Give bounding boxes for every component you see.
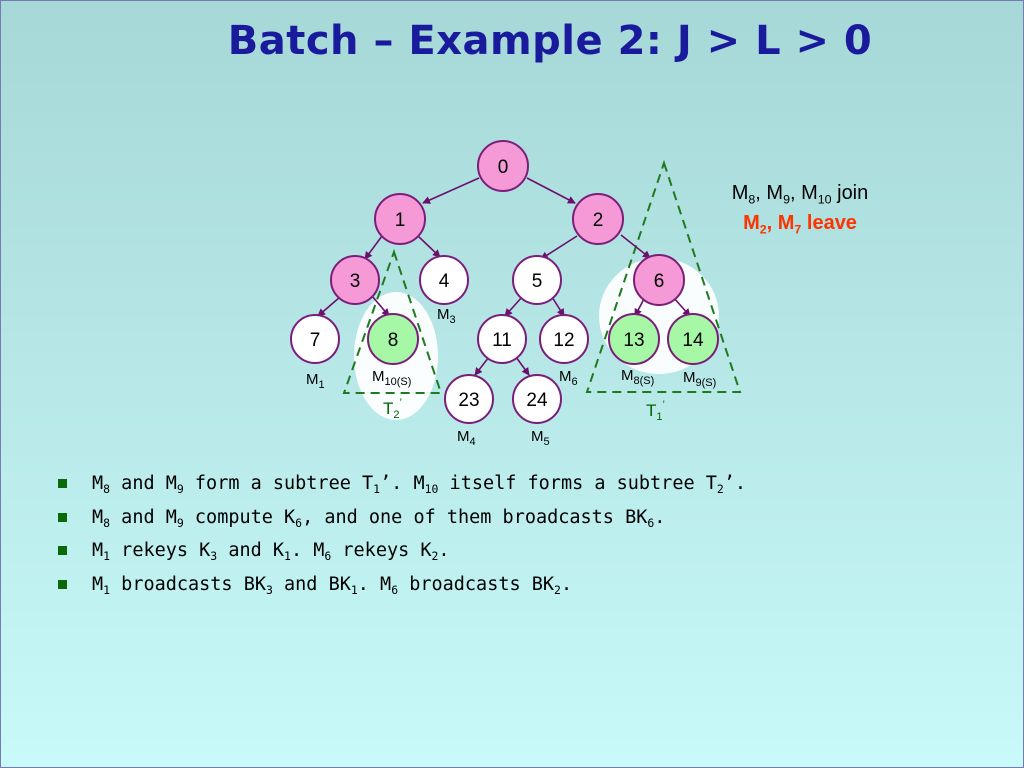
edge-3-7 [317, 296, 341, 317]
leave-line: M2, M7 leave [743, 212, 857, 237]
subtree-triangle-t2 [342, 248, 443, 394]
svg-text:2: 2 [593, 210, 604, 231]
node-0: 0 [477, 140, 529, 192]
edge-5-11 [504, 296, 523, 317]
label-m5: M5 [531, 428, 550, 448]
edge-1-3 [364, 235, 383, 260]
node-3: 3 [330, 255, 380, 305]
bullet-item: M8 and M9 compute K6, and one of them br… [58, 503, 746, 537]
bullet-item: M1 broadcasts BK3 and BK1. M6 broadcasts… [58, 570, 746, 604]
node-12: 12 [539, 314, 589, 364]
node-13: 13 [608, 313, 660, 365]
node-6: 6 [633, 254, 685, 306]
edge-2-5 [540, 235, 578, 260]
bullet-square-icon [58, 579, 67, 589]
svg-text:0: 0 [498, 157, 509, 178]
slide-title: Batch – Example 2: J > L > 0 [227, 18, 873, 64]
edge-6-14 [672, 296, 691, 317]
label-m8s: M8(S) [621, 367, 654, 387]
subtree-triangle-t1 [585, 159, 742, 393]
edge-11-24 [515, 356, 530, 376]
node-23: 23 [444, 374, 494, 424]
label-m1: M1 [306, 371, 325, 391]
join-line: M8, M9, M10 join [731, 182, 869, 207]
label-m10s: M10(S) [372, 368, 411, 388]
svg-text:24: 24 [526, 390, 548, 411]
label-t1: T1’ [646, 399, 665, 423]
node-24: 24 [512, 374, 562, 424]
edge-2-6 [620, 234, 651, 259]
bullet-list: M8 and M9 form a subtree T1’. M10 itself… [58, 469, 746, 603]
label-m9s: M9(S) [683, 369, 716, 389]
label-m6: M6 [559, 368, 578, 388]
edge-5-12 [551, 296, 565, 317]
tree-nodes: 0 1 2 3 4 5 6 7 8 11 12 13 14 23 24 [290, 140, 719, 424]
svg-text:1: 1 [395, 210, 406, 231]
edge-0-2 [526, 177, 576, 204]
edge-1-4 [417, 235, 441, 258]
edge-3-8 [371, 295, 390, 317]
node-8: 8 [367, 313, 419, 365]
bullet-square-icon [58, 512, 67, 522]
label-m3: M3 [437, 306, 456, 326]
join-leave-note: M8, M9, M10 join M2, M7 leave [705, 178, 895, 238]
node-14: 14 [667, 313, 719, 365]
svg-text:12: 12 [553, 330, 574, 351]
svg-text:6: 6 [654, 271, 665, 292]
node-4: 4 [419, 255, 469, 305]
svg-text:13: 13 [623, 330, 644, 351]
node-2: 2 [572, 193, 624, 245]
label-m4: M4 [457, 428, 476, 448]
label-t2: T2’ [383, 397, 402, 421]
node-5: 5 [512, 255, 562, 305]
svg-text:11: 11 [492, 330, 512, 351]
bullet-item: M8 and M9 form a subtree T1’. M10 itself… [58, 469, 746, 503]
node-1: 1 [374, 193, 426, 245]
svg-text:4: 4 [439, 271, 450, 292]
svg-text:8: 8 [388, 330, 399, 351]
svg-text:3: 3 [350, 271, 361, 292]
svg-text:23: 23 [458, 390, 479, 411]
bullet-item: M1 rekeys K3 and K1. M6 rekeys K2. [58, 536, 746, 570]
member-labels: M1 M10(S) M3 M6 M8(S) M9(S) M4 M5 [306, 306, 716, 448]
node-7: 7 [290, 314, 340, 364]
bullet-square-icon [58, 479, 67, 488]
tree-edges [317, 177, 691, 376]
node-11: 11 [477, 314, 527, 364]
bullet-square-icon [58, 546, 67, 555]
edge-0-1 [422, 177, 480, 204]
edge-11-23 [474, 356, 490, 376]
svg-text:7: 7 [310, 330, 321, 351]
svg-text:5: 5 [532, 271, 543, 292]
svg-text:14: 14 [682, 330, 704, 351]
